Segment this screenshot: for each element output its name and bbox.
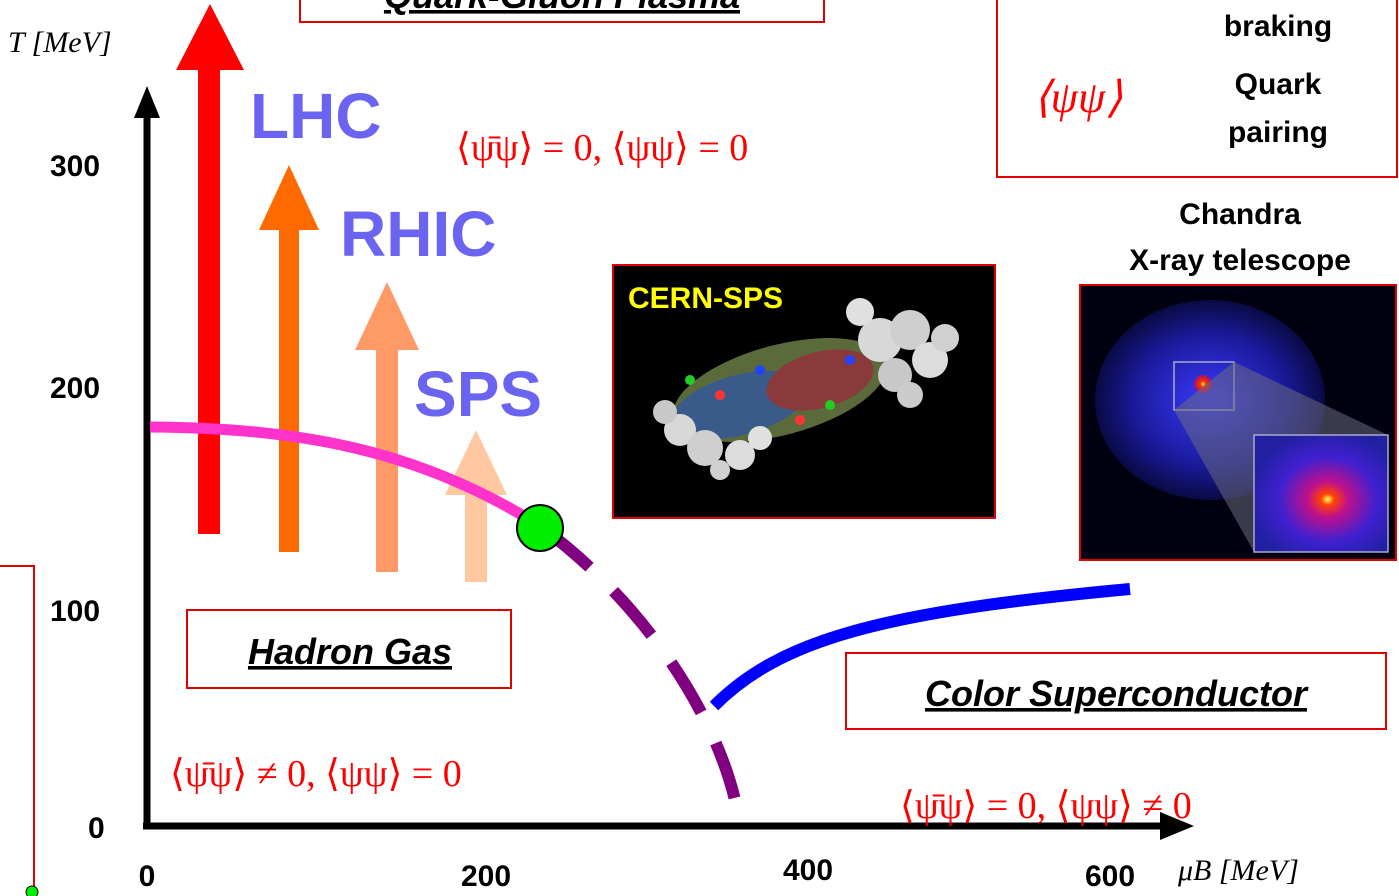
y-tick-300: 300	[50, 150, 100, 183]
y-tick-0: 0	[88, 812, 105, 845]
box-line-braking: braking	[1224, 10, 1332, 43]
box-line-pairing: pairing	[1228, 116, 1328, 149]
sps-arrow	[355, 282, 419, 572]
axes	[134, 86, 1194, 840]
y-axis-arrowhead	[134, 86, 160, 118]
y-tick-100: 100	[50, 595, 100, 628]
cern-sps-image: CERN-SPS	[612, 264, 996, 519]
x-axis-label: μB [MeV]	[1177, 854, 1299, 887]
y-axis-label: T [MeV]	[8, 26, 112, 59]
color-superconductor-label: Color Superconductor	[925, 673, 1309, 714]
x-tick-600: 600	[1085, 860, 1135, 893]
left-partial-green-dot	[25, 885, 39, 896]
zoom-inset	[1253, 434, 1389, 553]
x-axis-arrowhead	[1160, 812, 1194, 840]
x-tick-0: 0	[139, 860, 156, 893]
x-tick-200: 200	[461, 860, 511, 893]
qgp-condition: ⟨ψ̄ψ⟩ = 0, ⟨ψψ⟩ = 0	[456, 127, 748, 169]
quark-pairing-box: ⟨ψψ⟩ braking Quark pairing	[996, 0, 1398, 178]
chandra-xray-image	[1079, 284, 1397, 561]
lhc-label: LHC	[250, 80, 382, 152]
cern-sps-label: CERN-SPS	[628, 282, 783, 315]
critical-point	[516, 504, 564, 552]
csc-condition: ⟨ψ̄ψ⟩ = 0, ⟨ψψ⟩ ≠ 0	[900, 785, 1192, 827]
chandra-title-2: X-ray telescope	[1129, 244, 1351, 277]
color-superconductor-box: Color Superconductor	[845, 652, 1387, 730]
first-order-line	[541, 525, 746, 827]
color-superconductor-line	[709, 583, 1131, 711]
x-tick-400: 400	[783, 854, 833, 887]
sps-label: SPS	[414, 358, 542, 430]
hadron-gas-label: Hadron Gas	[248, 631, 452, 672]
hadron-condition: ⟨ψ̄ψ⟩ ≠ 0, ⟨ψψ⟩ = 0	[170, 753, 462, 795]
chandra-title-1: Chandra	[1179, 198, 1301, 231]
box-line-quark: Quark	[1235, 68, 1322, 101]
diquark-condensate-symbol: ⟨ψψ⟩	[1034, 73, 1123, 122]
collision-event-graphic	[653, 298, 959, 480]
qgp-title: Quark-Gluon Plasma	[384, 0, 740, 16]
rhic-arrow	[259, 165, 319, 552]
crossover-line	[149, 421, 543, 531]
left-partial-box	[0, 565, 35, 896]
qgp-title-box: Quark-Gluon Plasma	[299, 0, 825, 23]
hadron-gas-box: Hadron Gas	[186, 609, 512, 689]
rhic-label: RHIC	[340, 198, 496, 270]
lhc-arrow	[176, 4, 244, 534]
y-tick-200: 200	[50, 372, 100, 405]
